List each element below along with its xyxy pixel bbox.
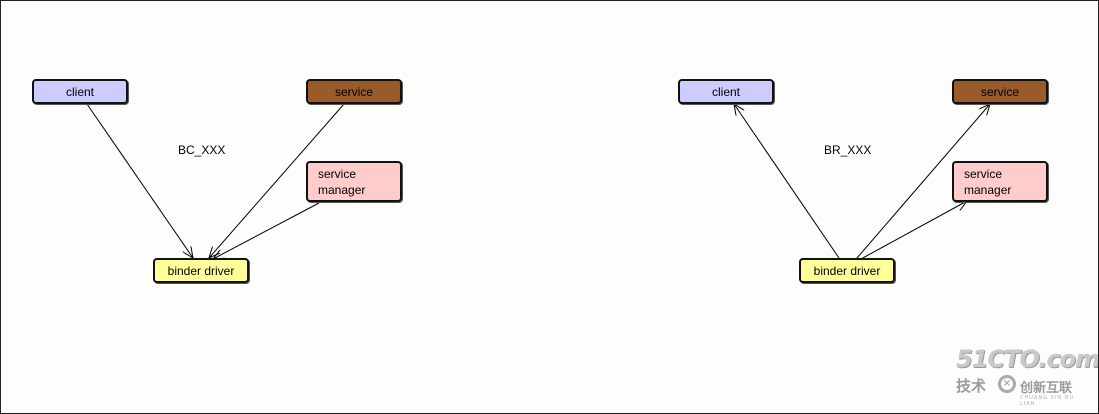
- binder-driver-node-right[interactable]: binder driver: [799, 258, 895, 283]
- watermark-brand: 51CTO.com: [956, 345, 1099, 373]
- command-label-left: BC_XXX: [178, 143, 226, 157]
- binder-driver-label: binder driver: [167, 263, 235, 278]
- client-label: client: [65, 84, 94, 99]
- service-label: service: [980, 84, 1019, 99]
- service-manager-node-left[interactable]: service manager: [306, 161, 402, 202]
- watermark-tag: CHUANG XIN HU LIAN: [1020, 395, 1075, 407]
- client-node-left[interactable]: client: [32, 79, 128, 104]
- service-node-right[interactable]: service: [952, 79, 1048, 104]
- edge-binder-to-client-right: [734, 104, 840, 259]
- watermark-sub: 技术: [956, 377, 987, 395]
- edge-binder-to-service-right: [856, 104, 990, 259]
- binder-driver-label: binder driver: [813, 263, 881, 278]
- binder-driver-node-left[interactable]: binder driver: [153, 258, 249, 283]
- service-manager-node-right[interactable]: service manager: [952, 161, 1048, 202]
- edge-service-to-binder-left: [209, 103, 345, 258]
- edge-client-to-binder-left: [86, 103, 193, 258]
- watermark-name: 创新互联: [1020, 381, 1073, 396]
- client-label: client: [711, 84, 740, 99]
- circle-x-logo-icon: ×: [998, 375, 1016, 393]
- service-manager-label-line2: manager: [318, 183, 366, 197]
- watermark: 51CTO.com 技术 × 创新互联 CHUANG XIN HU LIAN: [956, 345, 1098, 407]
- service-manager-label-line2: manager: [964, 183, 1012, 197]
- service-node-left[interactable]: service: [306, 79, 402, 104]
- client-node-right[interactable]: client: [678, 79, 774, 104]
- command-label-right: BR_XXX: [824, 143, 872, 157]
- edge-binder-to-servicemanager-right: [860, 201, 967, 260]
- edge-servicemanager-to-binder-left: [213, 202, 320, 259]
- service-manager-label-line1: service: [964, 167, 1003, 181]
- service-label: service: [334, 84, 373, 99]
- service-manager-label-line1: service: [318, 167, 357, 181]
